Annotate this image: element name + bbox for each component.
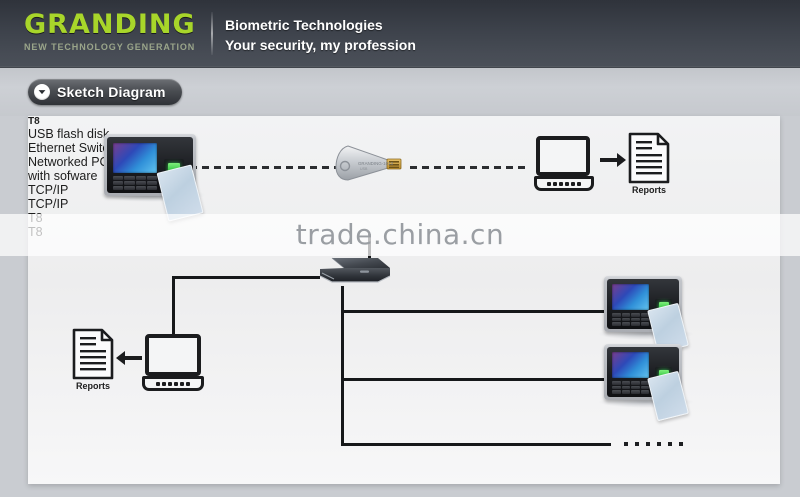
brand-tagline: NEW TECHNOLOGY GENERATION bbox=[24, 42, 196, 52]
t8-top-body bbox=[104, 134, 196, 196]
device-t8-top bbox=[104, 134, 204, 222]
computer-top-keyboard bbox=[534, 176, 594, 191]
sketch-diagram-badge[interactable]: Sketch Diagram bbox=[28, 79, 182, 105]
t8-right-2-keypad bbox=[612, 381, 649, 394]
device-t8-top-label: T8 bbox=[28, 116, 40, 127]
wire-branch-tcpip-1 bbox=[341, 310, 611, 313]
computer-top-screen bbox=[536, 136, 590, 176]
brand-name: GRANDING bbox=[24, 9, 196, 40]
reports-label-top: Reports bbox=[631, 185, 667, 195]
continuation-dots bbox=[624, 442, 683, 446]
t8-right-2-screen bbox=[612, 352, 649, 378]
svg-text:GRANDING-1013: GRANDING-1013 bbox=[358, 161, 393, 166]
dashed-link-usb-to-pc bbox=[410, 166, 530, 169]
tcpip-label-1: TCP/IP bbox=[28, 183, 69, 197]
computer-icon-top bbox=[534, 136, 594, 192]
t8-right-1-screen bbox=[612, 284, 649, 310]
arrow-pc-to-reports-bottom bbox=[116, 351, 142, 365]
usb-flash-disk-icon: GRANDING-1013 USB bbox=[328, 140, 412, 184]
tcpip-label-2: TCP/IP bbox=[28, 197, 69, 211]
wire-switch-to-pc-horizontal bbox=[172, 276, 320, 279]
brand-logo: GRANDING NEW TECHNOLOGY GENERATION bbox=[24, 10, 202, 53]
header-divider bbox=[211, 12, 213, 55]
ethernet-switch-icon bbox=[316, 256, 394, 290]
svg-text:USB: USB bbox=[360, 167, 368, 171]
networked-pc-icon bbox=[142, 334, 204, 392]
header-slogan: Biometric Technologies Your security, my… bbox=[225, 15, 416, 55]
device-t8-right-2 bbox=[604, 344, 689, 422]
sketch-diagram-label: Sketch Diagram bbox=[57, 84, 166, 100]
arrow-computer-to-reports-top bbox=[600, 153, 626, 167]
chevron-down-icon bbox=[34, 84, 50, 100]
networked-pc-screen bbox=[145, 334, 201, 376]
ethernet-switch-label: Ethernet Switch bbox=[28, 141, 116, 155]
reports-label-bottom: Reports bbox=[75, 381, 111, 391]
usb-flash-disk-label: USB flash disk bbox=[28, 127, 110, 141]
wire-branch-continuation bbox=[341, 443, 611, 446]
sketch-diagram-panel: T8 bbox=[28, 116, 780, 484]
reports-icon-top: Reports bbox=[628, 132, 670, 195]
device-t8-right-2-label: T8 bbox=[28, 225, 43, 239]
reports-icon-bottom: Reports bbox=[72, 328, 114, 391]
t8-top-face bbox=[107, 137, 193, 193]
dashed-link-t8-to-usb bbox=[178, 166, 338, 169]
t8-right-2-rfid-card bbox=[647, 370, 689, 422]
wire-trunk-vertical bbox=[341, 286, 344, 446]
device-t8-right-1 bbox=[604, 276, 689, 354]
networked-pc-label-line2: with sofware bbox=[28, 169, 98, 183]
wire-branch-tcpip-2 bbox=[341, 378, 611, 381]
site-header: GRANDING NEW TECHNOLOGY GENERATION Biome… bbox=[0, 0, 800, 68]
t8-top-screen bbox=[113, 143, 157, 173]
header-slogan-line1: Biometric Technologies bbox=[225, 17, 383, 33]
device-t8-right-1-label: T8 bbox=[28, 211, 43, 225]
wire-switch-to-pc-vertical bbox=[172, 276, 175, 338]
networked-pc-keyboard bbox=[142, 376, 204, 391]
diagram-canvas: T8 bbox=[28, 116, 780, 484]
networked-pc-label-line1: Networked PC bbox=[28, 155, 109, 169]
header-slogan-line2: Your security, my profession bbox=[225, 37, 416, 53]
t8-top-keypad bbox=[113, 176, 157, 190]
t8-right-1-keypad bbox=[612, 313, 649, 326]
